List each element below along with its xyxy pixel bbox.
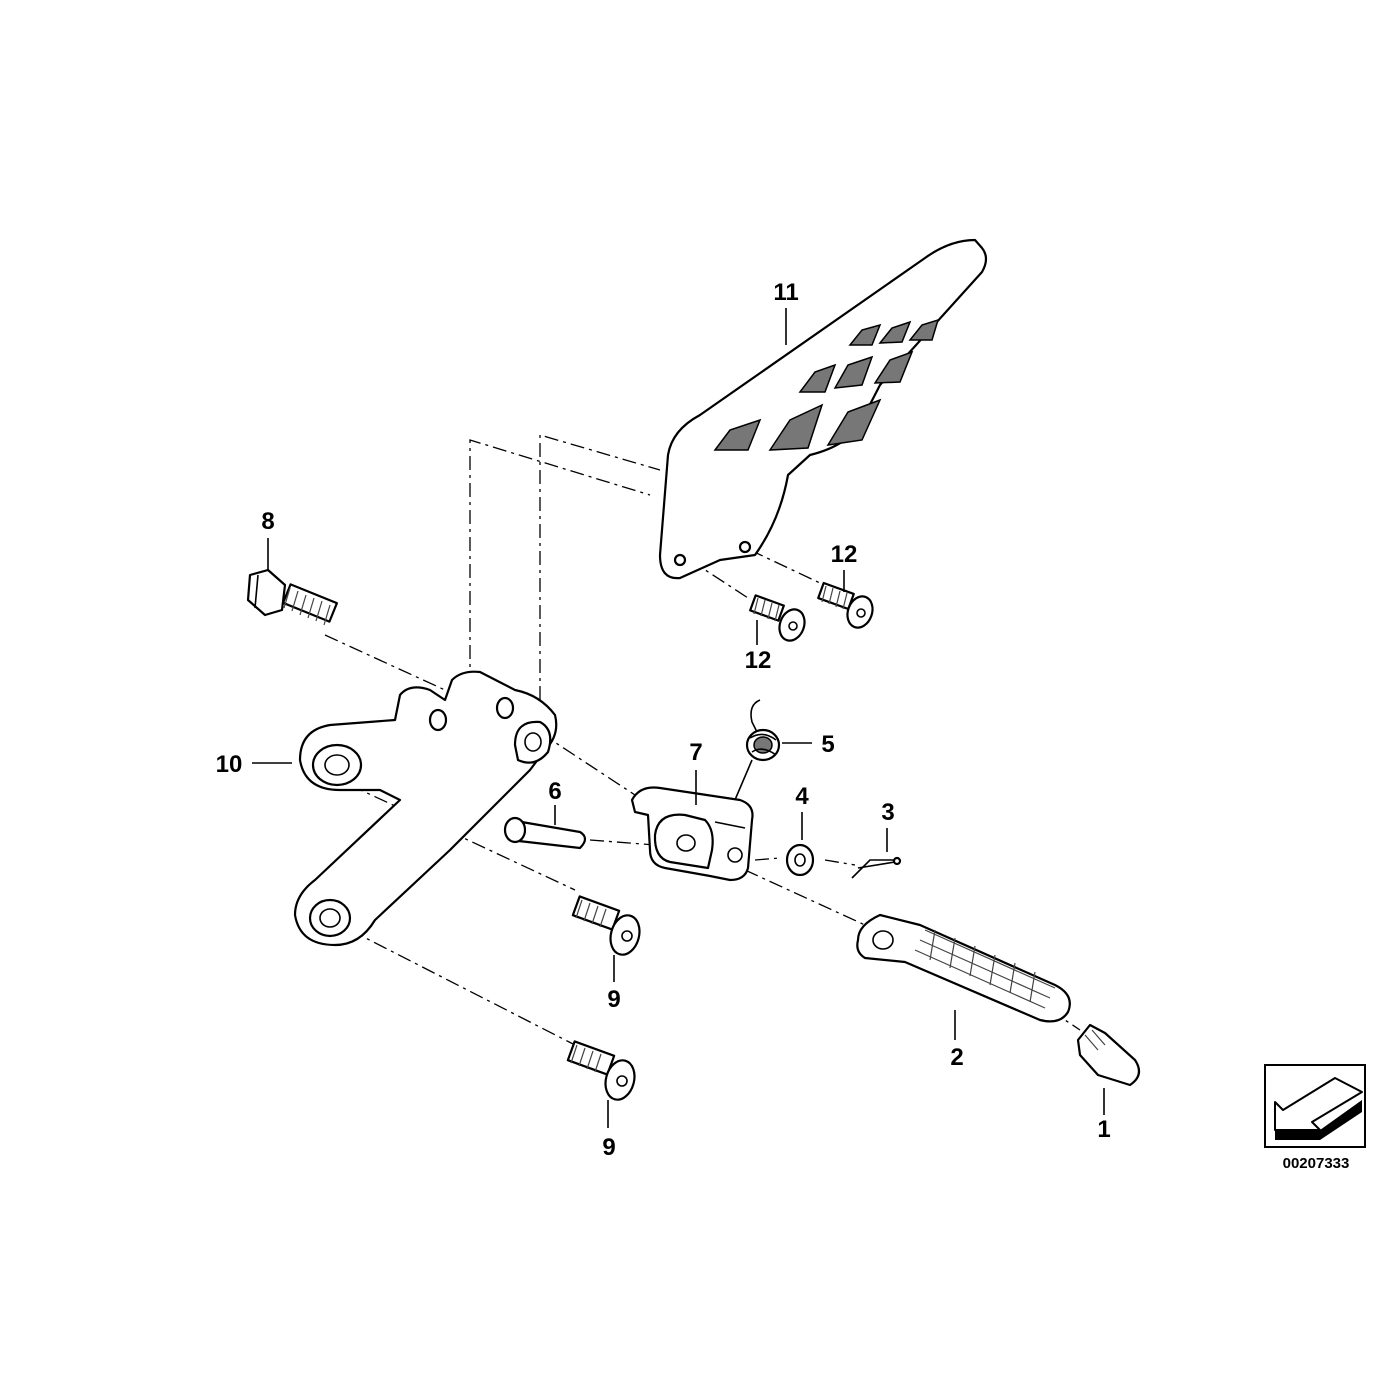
- callout-7: 7: [689, 739, 702, 766]
- callout-11: 11: [773, 279, 798, 306]
- document-number: 00207333: [1283, 1155, 1350, 1172]
- heel-guard-icon: [658, 238, 988, 580]
- callout-2: 2: [950, 1044, 963, 1071]
- pin-icon: [503, 816, 587, 850]
- spring-icon: [745, 699, 781, 762]
- callout-9-lower: 9: [602, 1134, 615, 1161]
- callout-4: 4: [795, 783, 809, 810]
- socket-screw-icon: [566, 1040, 636, 1101]
- callout-6: 6: [548, 778, 561, 805]
- callout-12-lower: 12: [745, 647, 772, 674]
- callout-1: 1: [1097, 1116, 1110, 1143]
- callout-8: 8: [261, 508, 274, 535]
- leader-lines: [252, 308, 1105, 1128]
- callout-5: 5: [821, 731, 834, 758]
- bracket-icon: [293, 670, 558, 947]
- socket-screw-icon: [571, 895, 641, 956]
- callout-10: 10: [216, 751, 243, 778]
- orientation-arrow-icon: [1264, 1064, 1366, 1148]
- assembly-lines: [324, 434, 1081, 1046]
- footpeg-mount-icon: [630, 786, 754, 882]
- hex-bolt-icon: [246, 568, 339, 626]
- footpeg-end-bolt-icon: [1076, 1023, 1141, 1087]
- socket-screw-icon: [749, 594, 806, 642]
- cotter-pin-icon: [851, 856, 902, 879]
- callout-9-upper: 9: [607, 986, 620, 1013]
- socket-screw-icon: [817, 581, 874, 629]
- washer-icon: [785, 843, 815, 877]
- callout-labels: 1 2 3 4 5 6 7 8 9 9 10 11 12 12: [216, 279, 1111, 1161]
- footpeg-icon: [856, 913, 1071, 1023]
- callout-3: 3: [881, 799, 894, 826]
- callout-12-upper: 12: [831, 541, 858, 568]
